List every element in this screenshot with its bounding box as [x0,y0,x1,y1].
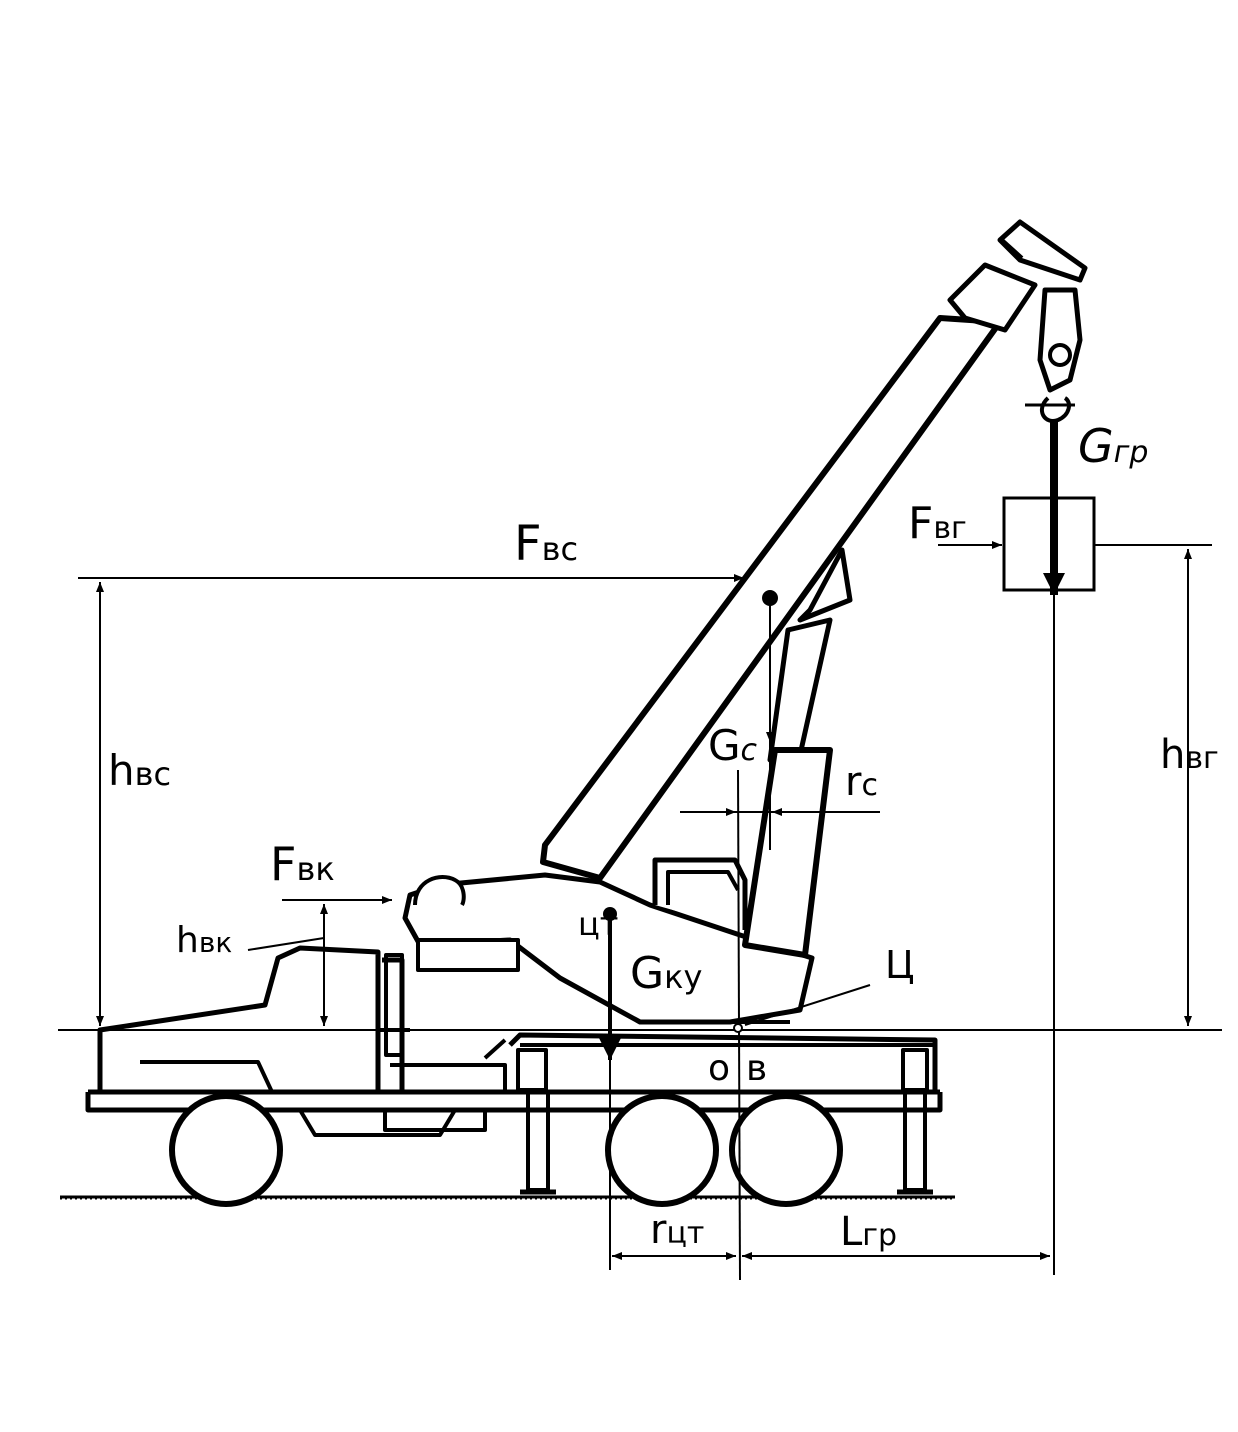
boom-tip-section [947,262,1038,333]
label-r-c: rс [845,759,878,805]
front-wheel [169,1093,283,1207]
label-f-vs: Fвс [514,516,578,572]
label-g-gr: Gгр [1078,419,1148,473]
load-block [1002,496,1096,592]
rotation-center-point [733,1023,743,1033]
label-h-vs: hвс [108,746,171,795]
label-f-vk: Fвк [270,837,335,891]
truck-chassis [85,945,943,1195]
label-h-vk: hвк [176,920,232,961]
operator-cabin [652,857,748,930]
luffing-cylinder [767,617,833,763]
wheels [169,1093,843,1207]
crane-hook [1040,396,1072,423]
truck-hood [97,945,381,1092]
engine-dome [413,875,466,907]
label-r-ct: rцт [650,1207,704,1253]
platform-deck [508,1032,938,1092]
rear-wheel-2 [729,1093,843,1207]
rear-wheel-1 [605,1093,719,1207]
boom-head [997,219,1088,283]
label-o: о [708,1048,730,1089]
label-g-c: Gс [708,721,758,770]
label-c: Ц [885,943,915,987]
luffing-cylinder-body [742,747,833,958]
outrigger-rear [526,1090,550,1192]
label-l-gr: Lгр [840,1209,897,1255]
label-h-vg: hвг [1160,732,1219,778]
label-f-vg: Fвг [908,498,967,549]
luffing-cylinder-rod [797,547,853,623]
outrigger-front [903,1090,927,1192]
label-g-ku: Gку [630,948,702,999]
label-v: в [746,1048,767,1089]
label-c-t: цт [578,905,618,943]
hook-block [1037,287,1083,393]
